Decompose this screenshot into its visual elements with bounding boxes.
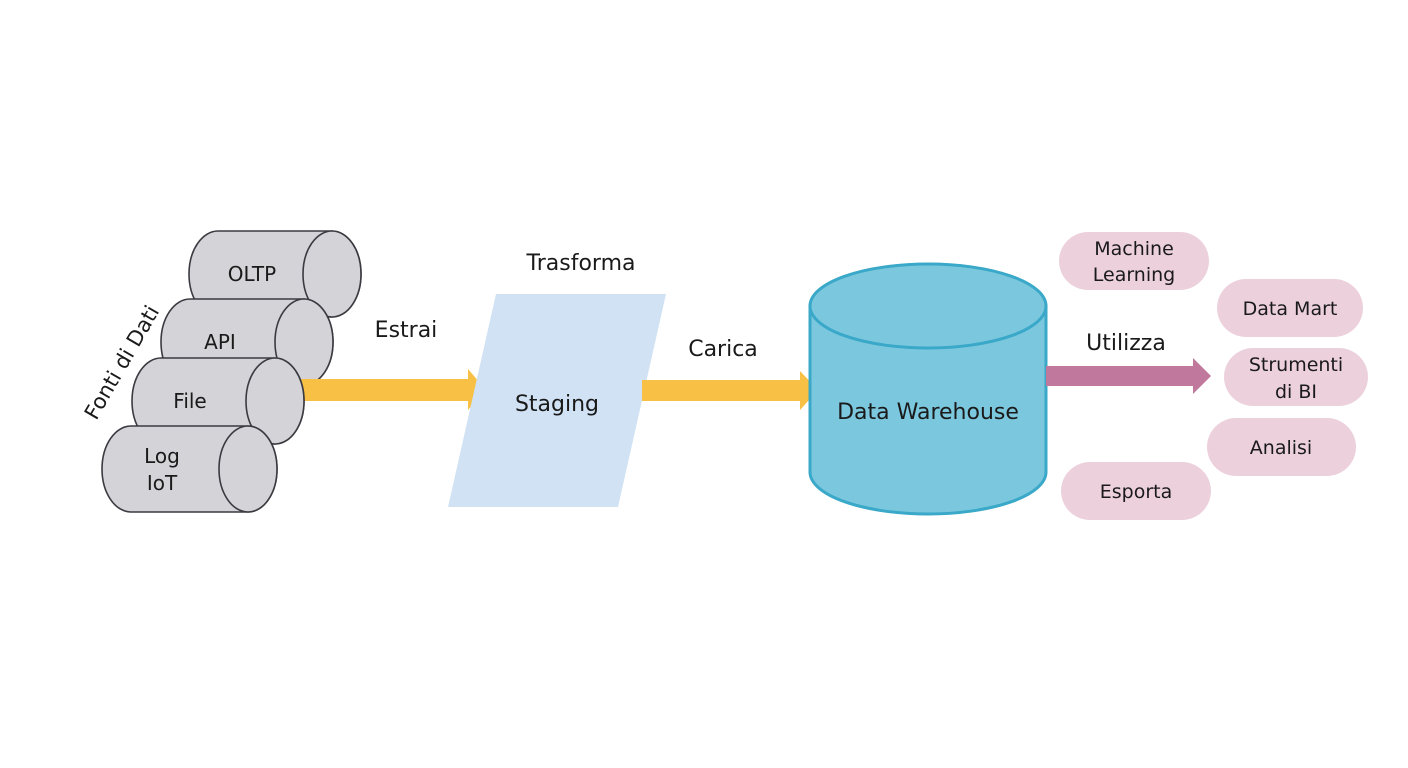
data-warehouse-cylinder: Data Warehouse <box>808 262 1048 516</box>
transform-label: Trasforma <box>526 251 636 276</box>
consumer-label: Learning <box>1093 264 1176 286</box>
staging-label: Staging <box>515 392 599 417</box>
staging-area: Staging <box>448 294 666 507</box>
source-cylinder-file: File <box>131 357 305 445</box>
consumer-export: Esporta <box>1061 462 1211 520</box>
data-warehouse-label: Data Warehouse <box>837 400 1019 425</box>
consumer-data-mart: Data Mart <box>1217 279 1363 337</box>
source-cylinder-log-iot: Log IoT <box>101 425 278 513</box>
source-label-oltp: OLTP <box>228 262 276 286</box>
load-arrow <box>642 371 818 410</box>
consumer-machine-learning: Machine Learning <box>1059 232 1209 290</box>
source-label-iot: IoT <box>147 471 178 495</box>
source-cylinder-oltp: OLTP <box>188 230 362 318</box>
consumer-bi-tools: Strumenti di BI <box>1224 348 1368 406</box>
use-arrow <box>1046 358 1211 394</box>
consumer-label: di BI <box>1275 381 1317 403</box>
consumer-label: Esporta <box>1100 481 1173 503</box>
source-label-file: File <box>173 389 206 413</box>
use-label: Utilizza <box>1086 331 1166 356</box>
consumer-label: Machine <box>1094 238 1174 260</box>
consumer-label: Analisi <box>1250 437 1312 459</box>
consumer-label: Strumenti <box>1249 354 1343 376</box>
extract-arrow <box>300 369 486 410</box>
source-label-api: API <box>204 330 236 354</box>
consumer-analysis: Analisi <box>1207 418 1356 476</box>
load-label: Carica <box>688 337 758 362</box>
extract-label: Estrai <box>375 318 438 343</box>
consumer-label: Data Mart <box>1243 298 1338 320</box>
source-label-log: Log <box>144 444 180 468</box>
